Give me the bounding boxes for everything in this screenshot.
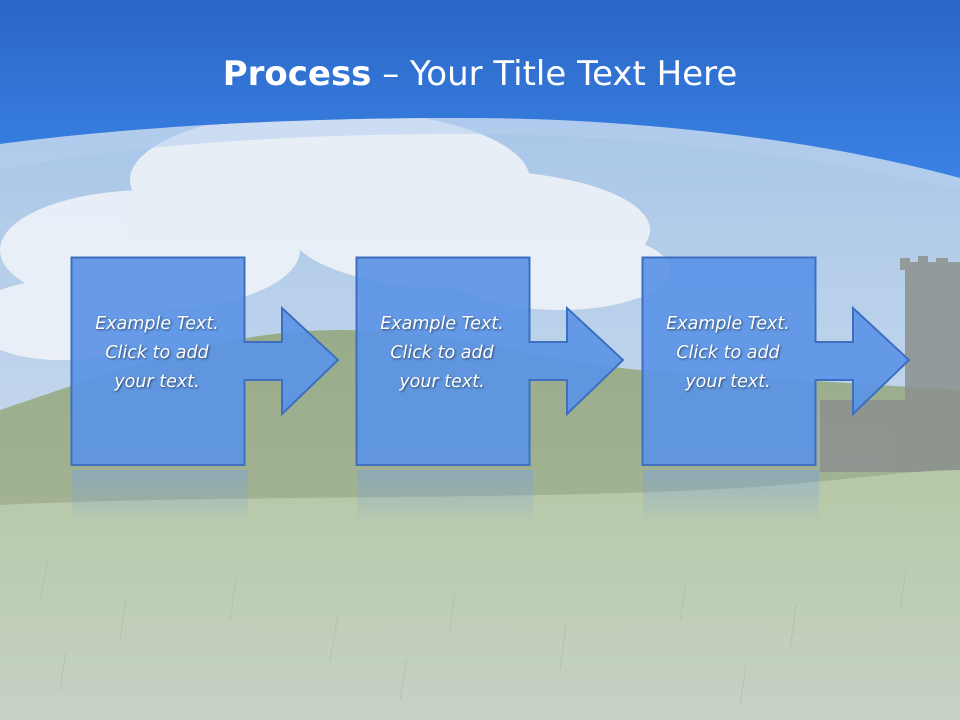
step-arrow-shape xyxy=(641,256,911,466)
process-step-1[interactable]: Example Text. Click to add your text. xyxy=(70,256,350,468)
step-text[interactable]: Example Text. Click to add your text. xyxy=(643,310,813,397)
step-reflection xyxy=(643,470,819,524)
step-text-line: Click to add xyxy=(676,343,780,363)
step-arrow-shape xyxy=(70,256,340,466)
slide-title: Process – Your Title Text Here xyxy=(0,52,960,96)
meadow xyxy=(0,470,960,720)
step-reflection xyxy=(72,470,248,524)
process-step-3[interactable]: Example Text. Click to add your text. xyxy=(641,256,921,468)
step-text[interactable]: Example Text. Click to add your text. xyxy=(72,310,242,397)
title-bold: Process xyxy=(222,54,372,94)
title-rest: – Your Title Text Here xyxy=(371,54,738,94)
header-swoosh xyxy=(0,118,960,190)
castle-ruin xyxy=(820,256,960,472)
step-text-line: Click to add xyxy=(105,343,209,363)
step-text-line: your text. xyxy=(399,372,485,392)
process-step-2[interactable]: Example Text. Click to add your text. xyxy=(355,256,635,468)
header-band xyxy=(0,0,960,178)
step-text-line: Example Text. xyxy=(380,314,504,334)
step-text-line: Example Text. xyxy=(95,314,219,334)
step-text-line: Example Text. xyxy=(666,314,790,334)
step-reflection xyxy=(357,470,533,524)
step-text[interactable]: Example Text. Click to add your text. xyxy=(357,310,527,397)
step-arrow-shape xyxy=(355,256,625,466)
step-text-line: Click to add xyxy=(390,343,494,363)
step-text-line: your text. xyxy=(114,372,200,392)
step-text-line: your text. xyxy=(685,372,771,392)
grass-texture xyxy=(39,559,907,706)
